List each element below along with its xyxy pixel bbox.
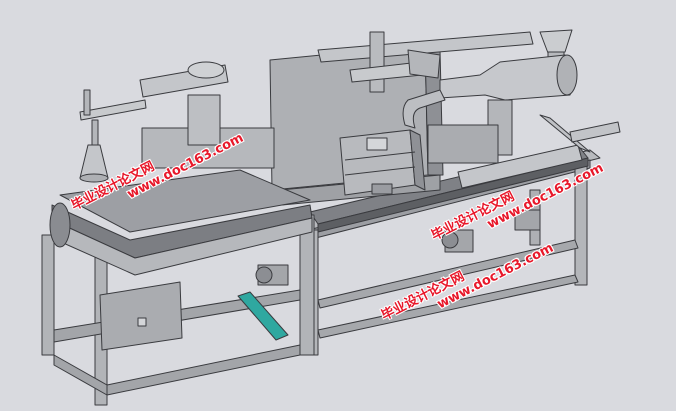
left-gantry	[79, 61, 275, 169]
right-conveyor	[309, 114, 591, 233]
teal-rail	[237, 291, 289, 341]
left-motor	[255, 264, 289, 286]
right-rail	[569, 121, 621, 143]
mold-block	[339, 129, 426, 196]
left-conveyor	[49, 169, 313, 276]
third-motor	[514, 209, 541, 231]
control-cabinet	[99, 281, 183, 351]
top-crossbeam	[317, 31, 534, 93]
hanging-funnel	[79, 144, 109, 183]
extruder-cylinder	[402, 54, 578, 164]
right-motor	[441, 229, 474, 253]
